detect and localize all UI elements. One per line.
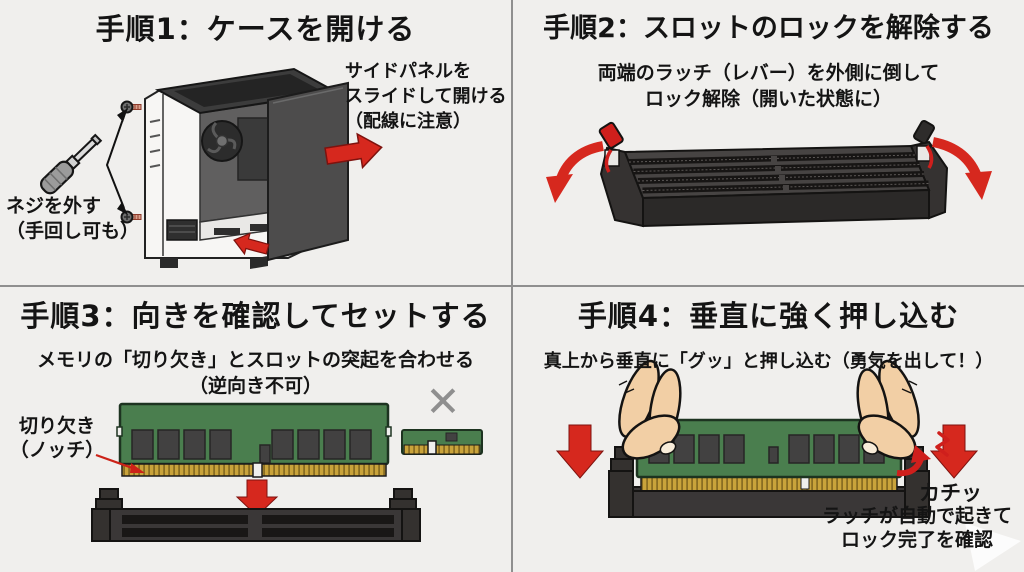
latch-closed-left-icon [608,446,634,518]
screw-icon [120,210,142,224]
click-sound-label: カチッ [919,481,982,505]
press-down-arrow-icon [555,424,605,479]
notch-label: 切り欠き （ノッチ） [9,415,105,461]
curved-arrow-right-icon [931,137,992,200]
slide-back-arrow-icon [233,232,270,256]
step2-illustration [546,120,992,228]
screw-pointer-arrows [105,108,128,215]
step2-subtitle-line1: 両端のラッチ（レバー）を外側に倒して [597,62,940,84]
slide-right-arrow-icon [324,132,383,170]
curved-arrow-left-icon [546,141,605,203]
left-hand-icon [618,359,682,460]
right-hand-icon [856,359,920,460]
watermark-triangle-icon [965,523,1021,571]
screw-note: ネジを外す （手回し可も） [6,195,140,242]
step2-title: 手順2：スロットのロックを解除する [543,13,994,44]
notch [252,462,263,478]
wrong-orientation-mark: ✕ [425,377,461,426]
step4-illustration [555,359,1021,571]
notch-pointer-arrow-icon [95,453,145,473]
latch-open-red-icon [598,121,624,173]
side-panel-note: サイドパネルを スライドして開ける （配線に注意） [345,61,507,132]
latch-close-arrow-icon [896,445,931,477]
screw-icon [120,100,142,114]
ram-module-icon [116,402,392,478]
wrong-orientation-ram-icon [401,429,483,455]
insert-down-arrow-icon [235,479,279,517]
step1-title: 手順1：ケースを開ける [95,12,416,46]
step2-subtitle-line2: ロック解除（開いた状態に） [644,88,892,110]
ram-slot-icon [91,488,421,542]
case-fan-icon [201,120,243,162]
panel-step2: 手順2：スロットのロックを解除する 両端のラッチ（レバー）を外側に倒して ロック… [513,0,1024,285]
panel-step1: 手順1：ケースを開ける [0,0,511,285]
screwdriver-icon [39,133,103,195]
latch-open-dark-icon [913,120,935,169]
step3-subtitle-line2: （逆向き不可） [188,375,322,397]
step1-illustration [39,67,383,269]
step3-title: 手順3：向きを確認してセットする [20,299,491,333]
memory-chips [131,429,372,464]
side-panel-icon [267,81,349,262]
step3-illustration [91,402,483,542]
ram-slots-icon [599,140,949,228]
panel-step4: 手順4：垂直に強く押し込む 真上から垂直に「グッ」と押し込む（勇気を出して！） [513,287,1024,572]
step4-title: 手順4：垂直に強く押し込む [577,299,960,333]
step4-subtitle: 真上から垂直に「グッ」と押し込む（勇気を出して！） [543,351,994,372]
click-spark-icon [935,431,950,457]
panel-step3: 手順3：向きを確認してセットする メモリの「切り欠き」とスロットの突起を合わせる… [0,287,511,572]
step3-subtitle-line1: メモリの「切り欠き」とスロットの突起を合わせる [36,349,474,371]
latch-confirm-note: ラッチが自動で起きて ロック完了を確認 [821,505,1012,551]
